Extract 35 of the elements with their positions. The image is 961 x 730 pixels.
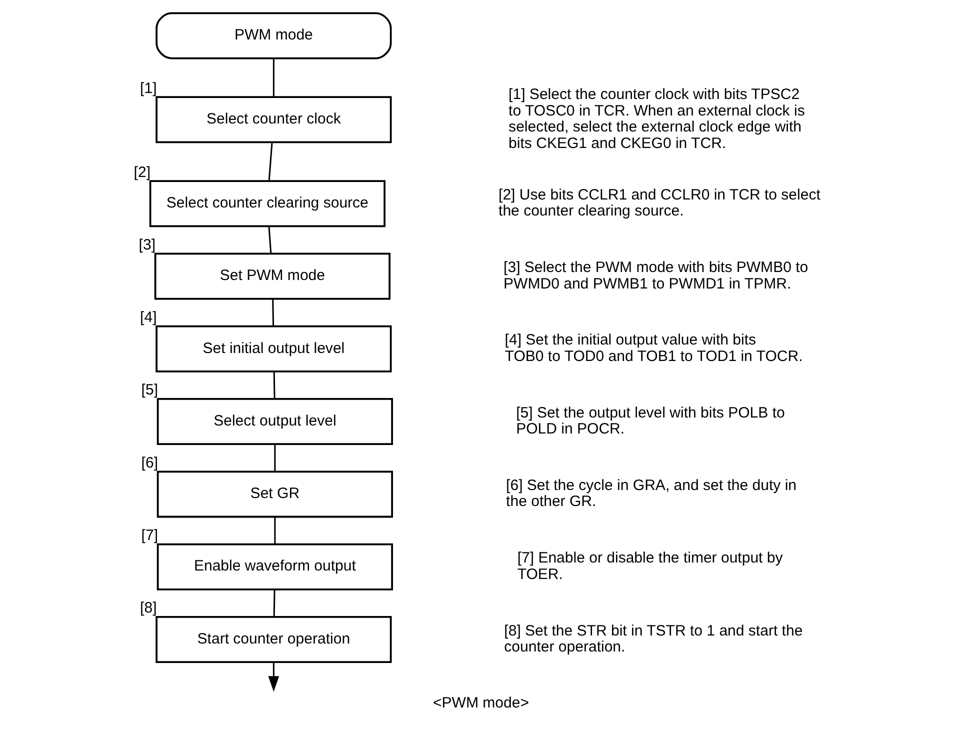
label: [2] Use bits CCLR1 and CCLR0 in TCR to select the counter clearing source. — [498, 186, 820, 220]
label: [4] Set the initial output value with bits TOB0 to TOD0 and TOB1 to TOD1 in TOCR. — [504, 332, 802, 365]
node-label: [7] — [140, 527, 158, 544]
label: [5] Set the output level with bits POLB to POLD in POCR. — [516, 404, 784, 438]
label: [8] Set the STR bit in TSTR to 1 and start the counter operation. — [504, 622, 802, 656]
node-box: Select counter clock — [155, 96, 392, 144]
connector — [268, 226, 272, 254]
connector — [274, 516, 276, 544]
node-label: [1] — [140, 80, 156, 97]
connector — [272, 590, 275, 617]
node-label: [8] — [140, 600, 156, 617]
connector — [268, 142, 272, 181]
connector — [272, 372, 275, 399]
node-box: Set PWM mode — [154, 252, 390, 300]
connector — [272, 58, 274, 97]
node-label: [2] — [133, 164, 150, 181]
label: [7] Enable or disable the timer output by TOER. — [516, 550, 782, 583]
node-box: Set initial output level — [155, 325, 392, 372]
node-label: [3] — [138, 236, 156, 254]
connector — [272, 298, 274, 326]
node-box: Enable waveform output — [156, 543, 392, 590]
node-box: Set GR — [156, 470, 392, 518]
node-label: [5] — [140, 382, 158, 399]
node-label: [6] — [140, 454, 158, 472]
caption: <PWM mode> — [432, 694, 528, 712]
connector — [274, 444, 276, 472]
node-box: Start counter operation — [155, 616, 392, 663]
label: [6] Set the cycle in GRA, and set the duty in the other GR. — [506, 476, 796, 510]
node-label: [4] — [140, 309, 156, 326]
arrow — [268, 662, 279, 692]
label: [1] Select the counter clock with bits TPSC2 to TOSC0 in TCR. When an external clock is selected, select the external clock edge with bits CKEG1 and CKEG0 in TCR. — [508, 86, 804, 152]
label: [3] Select the PWM mode with bits PWMB0 to PWMD0 and PWMB1 to PWMD1 in TPMR. — [503, 258, 808, 292]
node-box: PWM mode — [155, 12, 392, 60]
node-box: Select counter clearing source — [148, 180, 385, 228]
node-box: Select output level — [156, 398, 392, 446]
